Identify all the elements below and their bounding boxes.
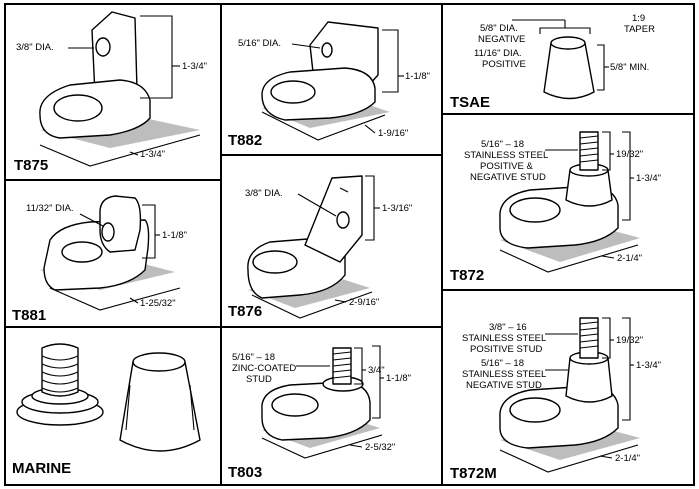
t876-name: T876	[228, 303, 262, 320]
t803-name: T803	[228, 464, 262, 481]
t803-width-bracket	[261, 434, 383, 459]
t872-stud-line2: STAINLESS STEEL	[464, 150, 548, 161]
t872m-neg-line2: STAINLESS STEEL	[462, 369, 546, 380]
panel-t803: 5/16" – 18 ZINC-COATED STUD 3/4" 1-1/8" …	[228, 345, 411, 481]
t875-height-bracket	[140, 15, 173, 99]
t881-mount-hole	[101, 222, 115, 242]
t881-height-label: 1-1/8"	[162, 230, 187, 241]
t803-height-label: 1-1/8"	[386, 373, 411, 384]
tsae-pos-line2: POSITIVE	[482, 59, 526, 70]
t803-stud-bracket	[354, 347, 363, 385]
t881-width-bracket	[49, 287, 181, 311]
t876-upright	[304, 175, 363, 263]
t882-hole-label: 5/16" DIA.	[238, 38, 281, 49]
t803-stud-len-label: 3/4"	[368, 365, 385, 376]
t876-width-label: 2-9/16"	[349, 297, 379, 308]
t872m-name: T872M	[450, 465, 497, 482]
t882-width-bracket	[261, 111, 386, 141]
t803-stud-line1: 5/16" – 18	[232, 352, 275, 363]
t872-width-label: 2-1/4"	[617, 253, 642, 264]
t881-hole-label: 11/32" DIA.	[26, 203, 74, 214]
t872m-width-label: 2-1/4"	[615, 453, 640, 464]
tsae-neg-line1: 5/8" DIA.	[480, 23, 518, 34]
marine-cap-top	[132, 352, 186, 372]
t881-name: T881	[12, 307, 46, 324]
t872-stud-line3: POSITIVE &	[480, 161, 533, 172]
t872m-post	[565, 357, 613, 403]
t803-stud-line3: STUD	[246, 374, 272, 385]
tsae-taper-line2: TAPER	[624, 24, 655, 35]
t882-width-label: 1-9/16"	[378, 128, 408, 139]
t882-hole-leader	[291, 43, 321, 49]
tsae-min-label: 5/8" MIN.	[610, 62, 649, 73]
t882-name: T882	[228, 132, 262, 149]
panel-tsae: 5/8" DIA. NEGATIVE 11/16" DIA. POSITIVE …	[450, 13, 655, 111]
t872m-height-label: 1-3/4"	[636, 360, 661, 371]
t881-width-label: 1-25/32"	[140, 298, 176, 309]
marine-name: MARINE	[12, 460, 71, 477]
t803-width-label: 2-5/32"	[365, 442, 395, 453]
t872m-height-bracket	[622, 317, 631, 421]
panel-t876: 3/8" DIA. 1-3/16" 2-9/16" T876	[228, 175, 412, 320]
t872-ring-hole	[509, 197, 561, 223]
t876-ring-hole	[252, 250, 298, 274]
t872m-stud-threads	[579, 321, 599, 349]
t881-height-bracket	[142, 204, 156, 259]
t803-height-bracket	[372, 345, 381, 419]
panel-t881: 11/32" DIA. 1-1/8" 1-25/32" T881	[12, 195, 187, 324]
t872m-pos-line1: 3/8" – 16	[489, 322, 527, 333]
t803-stud-threads	[332, 351, 352, 379]
t872-height-label: 1-3/4"	[636, 173, 661, 184]
tsae-taper-line1: 1:9	[632, 13, 645, 24]
tsae-pos-line1: 11/16" DIA.	[474, 48, 522, 59]
t882-ring-hole	[270, 80, 316, 104]
panel-marine: MARINE	[12, 343, 201, 477]
t872-name: T872	[450, 267, 484, 284]
t881-ring-hole	[61, 241, 103, 263]
panel-t872: 5/16" – 18 STAINLESS STEEL POSITIVE & NE…	[450, 131, 661, 284]
marine-stud-threads	[41, 355, 79, 393]
t876-height-label: 1-3/16"	[382, 203, 412, 214]
tsae-cone-top	[550, 36, 586, 50]
t875-hole-label: 3/8" DIA.	[16, 42, 54, 53]
marine-stud	[41, 343, 79, 397]
t872-width-bracket	[499, 244, 639, 273]
t882-mount-hole	[321, 42, 333, 58]
t876-hole-label: 3/8" DIA.	[245, 188, 283, 199]
panel-grid	[4, 3, 695, 486]
t875-mount-hole	[95, 37, 111, 57]
panel-t882: 5/16" DIA. 1-1/8" 1-9/16" T882	[228, 21, 430, 149]
t872m-width-bracket	[499, 444, 639, 473]
t803-ring-hole	[271, 393, 319, 417]
t872-stud-bracket	[602, 131, 611, 171]
t872-stud-line1: 5/16" – 18	[481, 139, 524, 150]
t872m-neg-line1: 5/16" – 18	[481, 358, 524, 369]
t876-hole-leader	[297, 193, 337, 217]
t875-name: T875	[14, 157, 48, 174]
tsae-name: TSAE	[450, 94, 490, 111]
t875-ring-hole	[53, 94, 103, 122]
t875-height-label: 1-3/4"	[182, 61, 207, 72]
t872-stud-line4: NEGATIVE STUD	[470, 172, 546, 183]
t881-hole-leader	[79, 213, 104, 227]
t872m-pos-line3: POSITIVE STUD	[470, 344, 542, 355]
t872m-neg-line3: NEGATIVE STUD	[466, 380, 542, 391]
t872m-stud-bracket	[602, 317, 611, 359]
t882-height-bracket	[382, 29, 399, 93]
t872-height-bracket	[622, 131, 631, 221]
t876-width-bracket	[251, 291, 373, 319]
t872-stud-threads	[579, 135, 599, 163]
t876-mount-hole	[336, 211, 350, 229]
t803-stud-line2: ZINC-COATED	[232, 363, 296, 374]
panel-t875: 3/8" DIA. 1-3/4" 1-3/4" T875	[14, 11, 207, 174]
t872m-ring-hole	[509, 397, 561, 423]
t882-height-label: 1-1/8"	[405, 71, 430, 82]
t875-width-label: 1-3/4"	[140, 149, 165, 160]
t875-width-bracket	[39, 134, 201, 167]
panel-t872m: 3/8" – 16 STAINLESS STEEL POSITIVE STUD …	[450, 317, 661, 482]
t872-post	[565, 169, 613, 207]
tsae-neg-line2: NEGATIVE	[478, 34, 525, 45]
t872m-pos-line2: STAINLESS STEEL	[462, 333, 546, 344]
